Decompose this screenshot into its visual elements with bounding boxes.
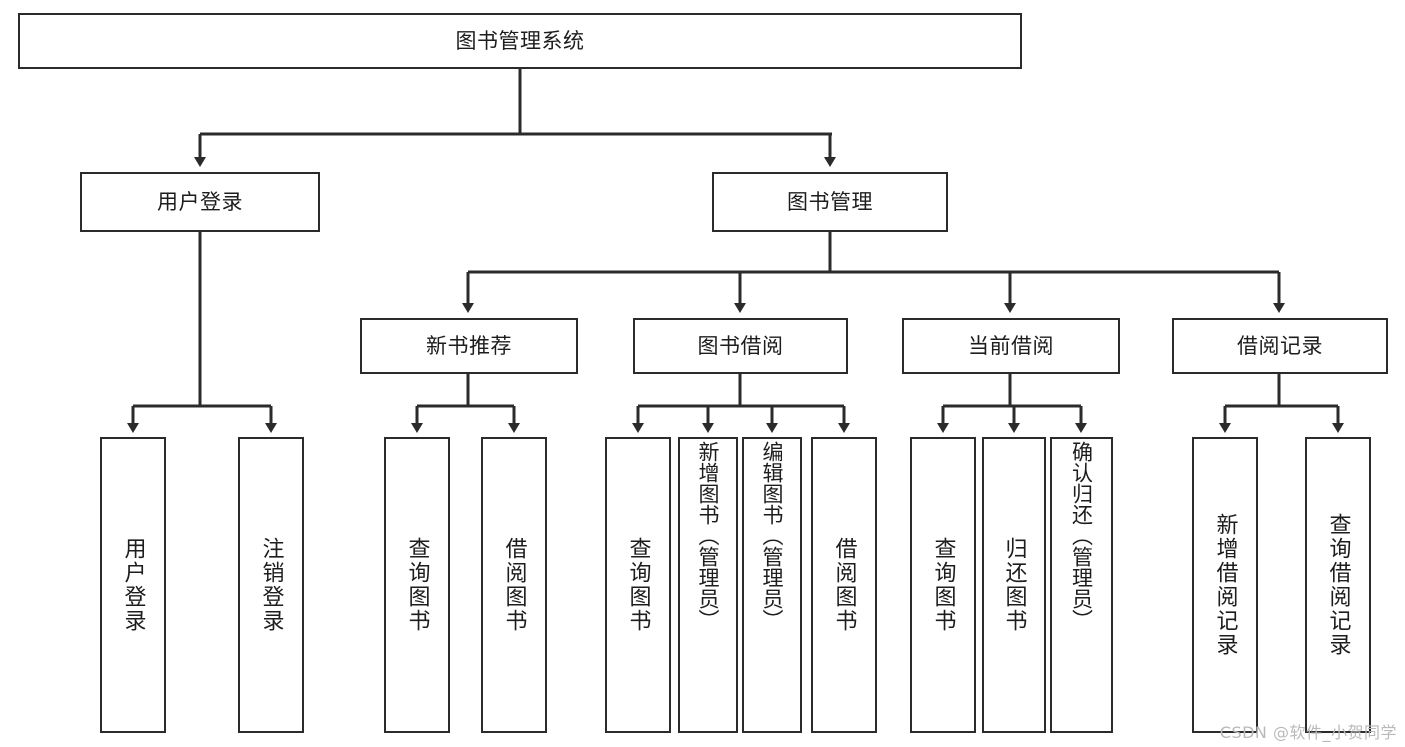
node-leaf-query-book-2-label: 查询图书 [625, 537, 651, 633]
node-leaf-return-book[interactable]: 归还图书 [982, 437, 1046, 733]
node-leaf-add-book-admin[interactable]: 新增图书（管理员） [678, 437, 738, 733]
node-leaf-edit-book-admin[interactable]: 编辑图书（管理员） [742, 437, 802, 733]
node-book-borrow[interactable]: 图书借阅 [633, 318, 848, 374]
node-leaf-borrow-book-2[interactable]: 借阅图书 [811, 437, 877, 733]
node-book-borrow-label: 图书借阅 [697, 333, 784, 358]
node-leaf-borrow-book-1-label: 借阅图书 [501, 537, 527, 633]
node-leaf-query-book-2[interactable]: 查询图书 [605, 437, 671, 733]
node-leaf-query-record-label: 查询借阅记录 [1325, 513, 1351, 657]
node-leaf-logout[interactable]: 注销登录 [238, 437, 304, 733]
node-leaf-query-book-1-label: 查询图书 [404, 537, 430, 633]
node-book-manage[interactable]: 图书管理 [712, 172, 948, 232]
node-user-login[interactable]: 用户登录 [80, 172, 320, 232]
node-book-manage-label: 图书管理 [787, 189, 873, 214]
node-leaf-borrow-book-2-label: 借阅图书 [831, 537, 857, 633]
node-new-book-rec-label: 新书推荐 [426, 333, 512, 358]
node-borrow-record-label: 借阅记录 [1237, 333, 1323, 358]
node-root[interactable]: 图书管理系统 [18, 13, 1022, 69]
node-user-login-label: 用户登录 [157, 189, 243, 214]
node-leaf-user-login-label: 用户登录 [120, 537, 146, 633]
node-leaf-add-book-admin-label: 新增图书（管理员） [696, 441, 721, 630]
node-leaf-logout-label: 注销登录 [258, 537, 284, 633]
node-leaf-confirm-return-admin[interactable]: 确认归还（管理员） [1050, 437, 1113, 733]
node-root-label: 图书管理系统 [455, 28, 585, 53]
node-current-borrow[interactable]: 当前借阅 [902, 318, 1120, 374]
node-leaf-edit-book-admin-label: 编辑图书（管理员） [760, 441, 785, 630]
node-leaf-query-record[interactable]: 查询借阅记录 [1305, 437, 1371, 733]
node-borrow-record[interactable]: 借阅记录 [1172, 318, 1388, 374]
node-leaf-return-book-label: 归还图书 [1001, 537, 1027, 633]
node-leaf-user-login[interactable]: 用户登录 [100, 437, 166, 733]
node-leaf-add-record-label: 新增借阅记录 [1212, 513, 1238, 657]
node-leaf-confirm-return-admin-label: 确认归还（管理员） [1069, 441, 1094, 630]
node-new-book-rec[interactable]: 新书推荐 [360, 318, 578, 374]
node-leaf-borrow-book-1[interactable]: 借阅图书 [481, 437, 547, 733]
node-current-borrow-label: 当前借阅 [968, 333, 1054, 358]
node-leaf-query-book-3-label: 查询图书 [930, 537, 956, 633]
watermark: CSDN @软件_小贺同学 [1219, 723, 1397, 742]
node-leaf-query-book-1[interactable]: 查询图书 [384, 437, 450, 733]
node-leaf-add-record[interactable]: 新增借阅记录 [1192, 437, 1258, 733]
node-leaf-query-book-3[interactable]: 查询图书 [910, 437, 976, 733]
